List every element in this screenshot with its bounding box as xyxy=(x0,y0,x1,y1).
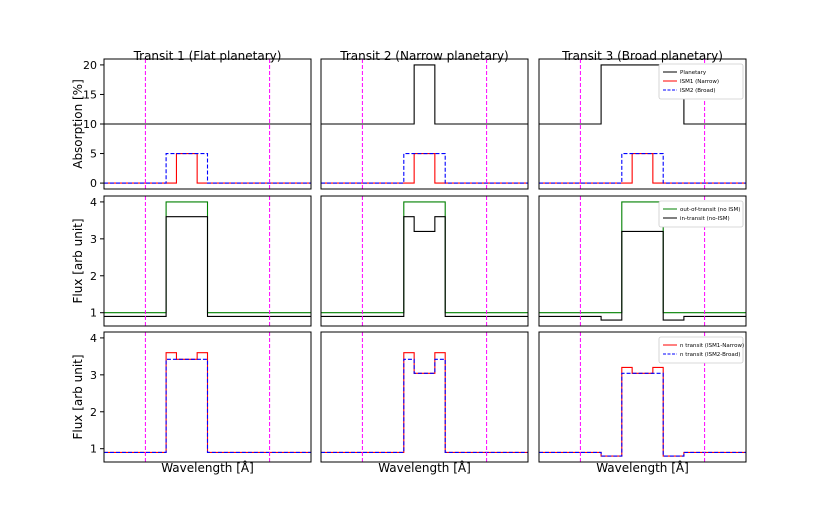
column-title: Transit 2 (Narrow planetary) xyxy=(339,49,508,63)
series-line xyxy=(321,201,528,314)
series-line xyxy=(321,358,528,453)
y-tick-label: 3 xyxy=(90,233,97,246)
legend-box xyxy=(658,63,744,100)
y-tick-label: 4 xyxy=(90,332,97,345)
series-line xyxy=(104,216,311,317)
axes-frame xyxy=(538,58,747,190)
column-title: Transit 3 (Broad planetary) xyxy=(561,49,723,63)
series-line xyxy=(539,153,746,184)
y-tick-label: 10 xyxy=(83,118,97,131)
legend-box xyxy=(658,336,744,364)
series-line xyxy=(539,64,746,125)
y-tick-label: 15 xyxy=(83,88,97,101)
y-axis-label: Flux [arb unit] xyxy=(71,218,85,303)
legend: n transit (ISM1-Narrow) n transit (ISM2-B… xyxy=(658,336,744,364)
series-line xyxy=(539,372,746,457)
axes-frame xyxy=(320,331,529,463)
axes-frame xyxy=(103,195,312,327)
y-tick-label: 4 xyxy=(90,196,97,209)
panel-r1-c0: 1 2 3 4 xyxy=(90,195,312,327)
column-title: Transit 1 (Flat planetary) xyxy=(133,49,282,63)
legend-label: ISM2 (Broad) xyxy=(680,88,716,94)
series-line xyxy=(321,352,528,453)
series-line xyxy=(539,230,746,321)
axes-frame xyxy=(103,331,312,463)
panel-r2-c2: n transit (ISM1-Narrow) n transit (ISM2-B… xyxy=(538,331,747,463)
x-axis-label: Wavelength [Å] xyxy=(596,460,689,475)
y-tick-label: 3 xyxy=(90,369,97,382)
panel-r1-c1 xyxy=(320,195,529,327)
series-line xyxy=(539,366,746,457)
series-line xyxy=(539,201,746,314)
series-line xyxy=(321,153,528,184)
panel-r2-c1 xyxy=(320,331,529,463)
y-tick-label: 1 xyxy=(90,307,97,320)
y-tick-label: 1 xyxy=(90,443,97,456)
y-tick-label: 2 xyxy=(90,406,97,419)
x-axis-label: Wavelength [Å] xyxy=(378,460,471,475)
legend-label: out-of-transit (no ISM) xyxy=(680,207,740,213)
legend-label: n transit (ISM1-Narrow) xyxy=(680,343,744,349)
panel-r1-c2: out-of-transit (no ISM) in-transit (no-IS… xyxy=(538,195,747,327)
panel-r2-c0: 1 2 3 4 xyxy=(90,331,312,463)
x-axis-label: Wavelength [Å] xyxy=(161,460,254,475)
legend-label: n transit (ISM2-Broad) xyxy=(680,352,740,358)
series-line xyxy=(104,358,311,453)
series-line xyxy=(104,153,311,184)
legend-label: ISM1 (Narrow) xyxy=(680,79,719,85)
series-line xyxy=(321,153,528,184)
axes-frame xyxy=(320,195,529,327)
panel-r0-c1 xyxy=(320,58,529,190)
legend-label: in-transit (no-ISM) xyxy=(680,216,730,222)
series-line xyxy=(104,201,311,314)
axes-frame xyxy=(538,195,747,327)
axes-frame xyxy=(538,331,747,463)
legend-label: Planetary xyxy=(680,70,707,76)
axes-frame xyxy=(320,58,529,190)
y-axis-label: Flux [arb unit] xyxy=(71,354,85,439)
y-tick-label: 2 xyxy=(90,270,97,283)
y-tick-label: 20 xyxy=(83,59,97,72)
panel-r0-c0: 0 5 10 15 20 xyxy=(83,58,312,190)
series-line xyxy=(321,64,528,125)
series-line xyxy=(321,216,528,317)
y-axis-label: Absorption [%] xyxy=(71,79,85,169)
y-tick-label: 0 xyxy=(90,177,97,190)
legend-box xyxy=(658,200,744,228)
y-tick-label: 5 xyxy=(90,148,97,161)
series-line xyxy=(539,153,746,184)
legend: out-of-transit (no ISM) in-transit (no-IS… xyxy=(658,200,744,228)
